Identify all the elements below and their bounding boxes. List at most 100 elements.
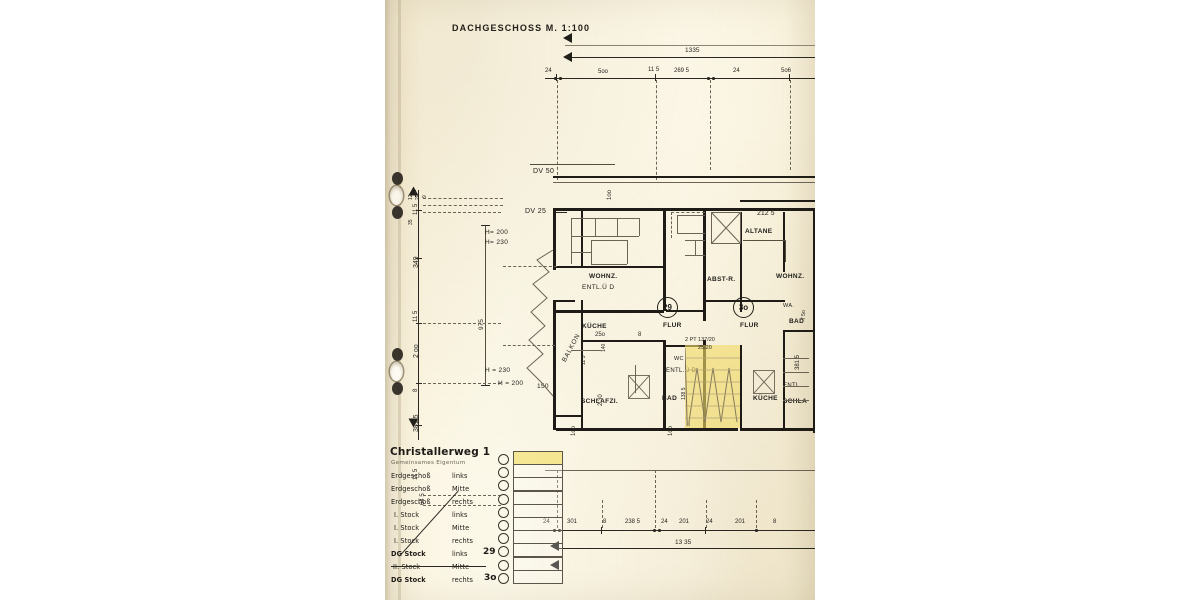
dim-tick: [705, 527, 706, 534]
legend-circle[interactable]: [498, 480, 509, 492]
dim-arrow: [563, 52, 572, 62]
legend-circle[interactable]: [498, 533, 509, 545]
stair-spec-2: 25/20: [698, 345, 712, 351]
extension-line: [423, 323, 501, 324]
dim-misc-12: 7 5o: [801, 310, 807, 320]
furniture: [671, 212, 672, 238]
left-dim-extra-0: 12: [408, 194, 414, 200]
scanned-page: DACHGESCHOSS M. 1:100 1335 24 5oo 11 5 2…: [385, 0, 817, 600]
left-dim-seg-4: 8: [413, 388, 419, 392]
dim-tick: [481, 225, 490, 226]
extension-line: [423, 383, 501, 384]
fixture: [783, 372, 809, 373]
dim-dot: [707, 77, 710, 80]
bottom-dim-line: [545, 530, 817, 531]
interior-wall: [705, 300, 743, 302]
legend-table-row[interactable]: [513, 464, 563, 479]
bottom-dim-seg-6: 24: [706, 519, 713, 525]
bottom-dim-seg-2: 8: [603, 519, 607, 525]
list-row-floor: Erdgeschoß: [391, 485, 431, 493]
dim-tick: [789, 74, 790, 81]
legend-circle[interactable]: [498, 572, 509, 584]
top-dim-line: [545, 78, 815, 79]
legend-table-row[interactable]: [513, 530, 563, 545]
dim-dot: [755, 529, 758, 532]
sill-label: 150: [537, 383, 549, 390]
dv-leader: [553, 212, 567, 213]
legend-table-row[interactable]: [513, 490, 563, 505]
legend-circle[interactable]: [498, 559, 509, 571]
furniture: [677, 215, 678, 233]
legend-circle[interactable]: [498, 506, 509, 518]
bottom-dim-seg-1: 301: [567, 519, 578, 525]
legend-table-row[interactable]: [513, 543, 563, 558]
punch-blot: [392, 172, 403, 185]
legend-table-row[interactable]: [513, 517, 563, 531]
top-extension-line: [565, 45, 815, 46]
balcony-wall: [553, 300, 575, 302]
legend-circle[interactable]: [498, 520, 509, 531]
fixture-cross-icon: [628, 375, 650, 399]
legend-circle[interactable]: [498, 454, 509, 465]
list-row-floor: DG Stock: [391, 576, 426, 584]
grid-line: [557, 470, 558, 528]
closet-cross-icon: [711, 212, 741, 244]
interior-wall: [556, 266, 666, 268]
legend-table-row[interactable]: [513, 569, 563, 584]
dim-misc-1: 1oo: [571, 425, 577, 436]
legend-table-row[interactable]: [513, 451, 563, 465]
fixture: [635, 365, 636, 393]
dim-dot: [559, 77, 562, 80]
legend-circle[interactable]: [498, 546, 509, 558]
roof-edge-line: [526, 250, 554, 397]
list-row-floor: Erdgeschoß: [391, 472, 431, 480]
interior-wall: [581, 211, 583, 266]
dim-dot: [658, 529, 661, 532]
list-row-floor: I. Stock: [394, 511, 420, 519]
furniture: [591, 240, 627, 241]
legend-table-row[interactable]: [513, 477, 563, 492]
exterior-wall-bottom: [740, 428, 815, 431]
top-dim-seg-5: 5o6: [781, 68, 792, 74]
interior-wall: [663, 340, 666, 430]
room-label-wohnz-right: WOHNZ.: [776, 273, 805, 280]
room-label-balkon: BALKON: [561, 332, 582, 364]
top-total-dim-line: [571, 57, 815, 58]
bottom-dim-seg-5: 201: [679, 519, 690, 525]
room-label-kueche-left: KÜCHE: [582, 323, 607, 330]
legend-table-row[interactable]: [513, 503, 563, 518]
room-label-abst-r: ABST-R.: [707, 276, 736, 283]
extension-line: [423, 212, 501, 213]
interior-wall: [581, 300, 583, 430]
list-row-number-3o: 3o: [484, 573, 497, 583]
furniture: [617, 218, 618, 236]
grid-line: [656, 80, 657, 180]
extension-line: [423, 505, 501, 506]
left-dim-line: [418, 190, 419, 440]
room-label-flur-right: FLUR: [740, 322, 759, 329]
fixture: [783, 358, 809, 359]
dim-arrow: [563, 33, 572, 43]
legend-circle[interactable]: [498, 467, 509, 479]
top-total-dim: 1335: [685, 47, 700, 54]
dim-misc-4: 25o: [595, 332, 606, 338]
dim-tick: [601, 527, 602, 534]
legend-circle[interactable]: [498, 493, 509, 505]
bottom-dim-seg-0: 24: [543, 519, 550, 525]
list-row-position: rechts: [452, 576, 474, 584]
interior-wall: [740, 345, 742, 430]
list-row-position: Mitte: [452, 485, 470, 493]
extension-line: [503, 266, 557, 267]
list-row-position: rechts: [452, 537, 474, 545]
grid-line: [756, 500, 757, 528]
dim-tick: [416, 210, 422, 211]
furniture: [627, 240, 628, 264]
furniture: [571, 218, 639, 219]
dim-misc-11: 381 5: [795, 354, 801, 370]
interior-wall: [663, 211, 666, 311]
legend-table-row[interactable]: [513, 556, 563, 571]
grid-line: [790, 80, 791, 170]
interior-wall: [703, 211, 706, 321]
exterior-wall-top: [553, 176, 815, 178]
dim-arrow: [550, 541, 559, 551]
